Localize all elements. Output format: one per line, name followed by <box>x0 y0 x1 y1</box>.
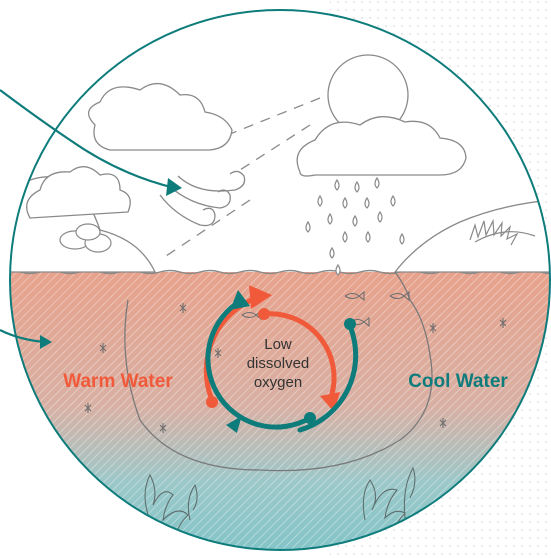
center-label-line2: dissolved <box>247 355 310 372</box>
cloud-icon <box>26 166 131 219</box>
scene-border <box>9 9 551 551</box>
seaweed-icon <box>144 466 416 536</box>
wind-icon <box>159 170 246 227</box>
dead-zone-outline <box>124 271 433 472</box>
cool-water-label: Cool Water <box>408 371 508 392</box>
center-label-line3: oxygen <box>254 374 302 391</box>
center-label-line1: Low <box>264 336 292 353</box>
wind-pointer-arrow <box>0 89 176 190</box>
sun-icon <box>469 218 536 246</box>
cloud-icon <box>88 83 233 151</box>
warm-water-label: Warm Water <box>63 371 173 392</box>
rain-drop-icon <box>305 176 405 276</box>
cool-circulation-arrow <box>205 297 359 433</box>
cloud-icon <box>296 116 467 177</box>
